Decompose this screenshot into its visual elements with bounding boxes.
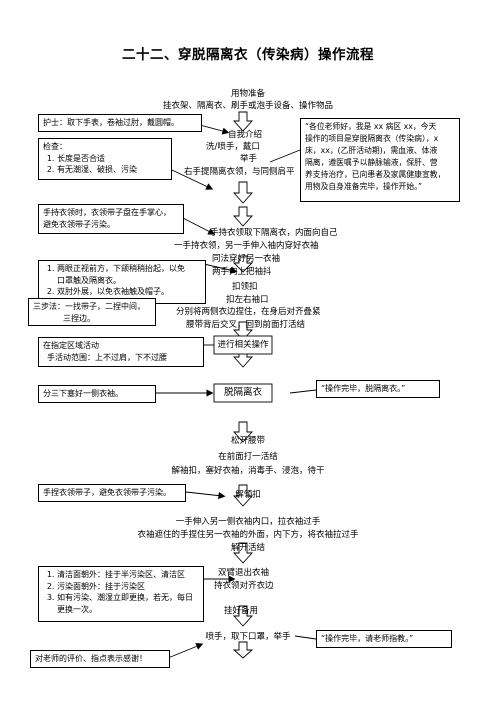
note-wear-tips: 两眼正视前方，下颌稍稍抬起，以免 口罩触及隔离衣。 双肘外展，以免衣袖触及帽子。 bbox=[38, 260, 206, 304]
note-thanks: 对老师的评价、指点表示感谢！ bbox=[30, 650, 170, 668]
flow-hold-both: 双臂退出衣袖 bbox=[218, 568, 270, 578]
down-arrow-10 bbox=[232, 605, 254, 627]
down-arrow-9 bbox=[232, 542, 254, 564]
flow-untie-knot: 解开活结 bbox=[230, 543, 265, 553]
flow-wash: 洗/喷手，戴口 bbox=[206, 142, 260, 152]
note-collar-strap: 手捏衣领带子，避免衣领带子污染。 bbox=[38, 484, 186, 502]
flow-untie-belt: 松开腰带 bbox=[230, 436, 265, 446]
note-tuck-sleeve: 分三下塞好一侧衣袖。 bbox=[38, 385, 156, 403]
down-arrow-11 bbox=[232, 641, 254, 659]
flow-raise-shake: 两手向上把袖抖 bbox=[212, 267, 272, 277]
flow-pull-sleeve: 一手伸入另一侧衣袖内口，拉衣袖过手 bbox=[175, 517, 321, 527]
down-arrow-5 bbox=[232, 321, 254, 341]
down-arrow-1 bbox=[232, 111, 254, 132]
flow-remove: 脱隔离衣 bbox=[223, 387, 262, 398]
check-item: 有无潮湿、破损、污染 bbox=[57, 164, 167, 176]
flow-tie-collar: 扣领扣 bbox=[232, 282, 258, 292]
flow-hold-collar: 手持衣领取下隔离衣，内面向自己 bbox=[210, 228, 338, 238]
note-check: 检查： 长度是否合适 有无潮湿、破损、污染 bbox=[38, 138, 172, 180]
flow-belt: 腰带背后交叉，回到前面打活结 bbox=[186, 320, 306, 330]
down-arrow-4 bbox=[232, 255, 254, 273]
flow-front-knot: 在前面打一活结 bbox=[218, 452, 278, 462]
flow-align: 持衣领对齐衣边 bbox=[214, 581, 274, 591]
flow-one-sleeve: 一手持衣领，另一手伸入袖内穿好衣袖 bbox=[174, 241, 319, 251]
note-collar-hold: 手持衣领时，衣领带子盘在手掌心， 避免衣领带子污染。 bbox=[38, 204, 184, 234]
note-nurse: 护士：取下手表，卷袖过肘，戴圆帽。 bbox=[38, 114, 202, 132]
operate-box bbox=[213, 335, 273, 355]
flow-cover-hand: 衣袖遮住的手捏住另一衣袖的外面，内下方，将衣袖拉过手 bbox=[137, 530, 359, 540]
note-area: 在指定区域活动 手活动范围：上不过肩，下不过腰 bbox=[38, 337, 204, 367]
down-arrow-8 bbox=[232, 484, 254, 507]
flow-operate: 进行相关操作 bbox=[217, 340, 269, 350]
flow-cuff-wash: 解袖扣，塞好衣袖，消毒手、浸泡，待干 bbox=[171, 466, 325, 476]
flow-hang: 挂好备用 bbox=[224, 606, 259, 616]
note-hang-items: 清洁面朝外：挂于半污染区、清洁区 污染面朝外：挂于污染区 如有污染、潮湿立即更换… bbox=[38, 566, 204, 622]
flow-fold: 分别将两侧衣边捏住，在身后对齐叠紧 bbox=[176, 307, 321, 317]
flow-cuff: 扣左右袖口 bbox=[226, 295, 269, 305]
down-arrow-3 bbox=[232, 206, 254, 227]
remove-box bbox=[213, 383, 273, 403]
note-speech-end: “操作完毕，请老师指教。” bbox=[316, 630, 452, 648]
flow-other-sleeve: 同法穿好另一衣袖 bbox=[212, 254, 281, 264]
flow-final: 喷手，取下口罩，举手 bbox=[205, 632, 291, 642]
down-arrow-2 bbox=[232, 181, 254, 204]
note-speech-remove: “操作完毕，脱隔离衣。” bbox=[316, 380, 440, 398]
flow-untie-collar: 解领扣 bbox=[235, 490, 261, 500]
flow-lift-collar: 右手提隔离衣领，与同侧肩平 bbox=[184, 167, 295, 177]
note-three-steps: 三步法：一找带子，二捏中间， 三捏边。 bbox=[28, 298, 156, 326]
flow-prep-items: 挂衣架、隔离衣、刷手或泡手设备、操作物品 bbox=[162, 101, 333, 111]
flow-prep: 用物准备 bbox=[230, 89, 265, 99]
note-speech-start: “各位老师好，我是 xx 病区 xx，今天 操作的项目是穿脱隔离衣（传染病），x… bbox=[300, 118, 460, 202]
flow-self-intro: 自我介绍 bbox=[228, 130, 263, 140]
check-item: 长度是否合适 bbox=[57, 153, 167, 165]
flow-raise: 举手 bbox=[240, 154, 258, 164]
down-arrow-7 bbox=[232, 421, 254, 443]
page-title: 二十二、穿脱隔离衣（传染病）操作流程 bbox=[122, 47, 374, 63]
